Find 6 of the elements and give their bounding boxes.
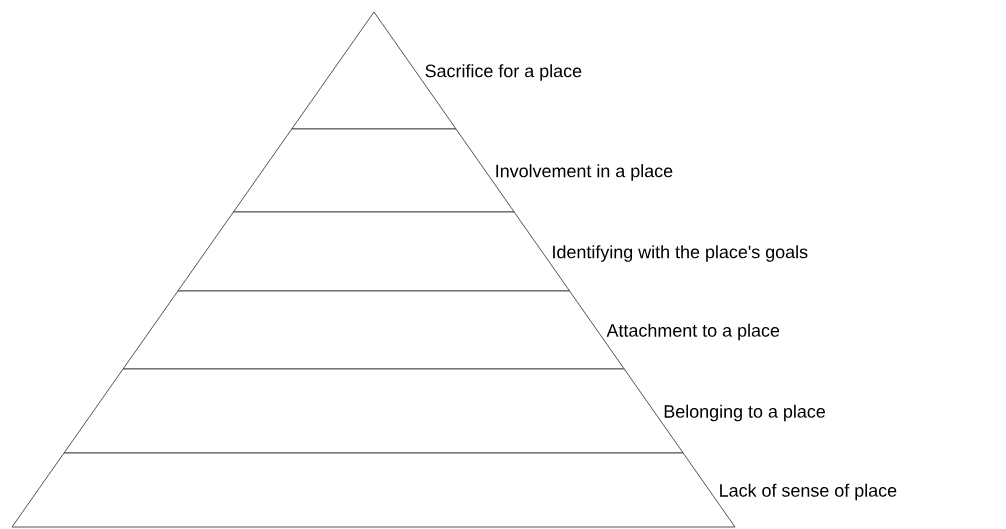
level-label: Belonging to a place: [664, 404, 825, 422]
level-label: Lack of sense of place: [720, 483, 897, 501]
level-label: Involvement in a place: [496, 164, 673, 181]
level-label: Identifying with the place's goals: [553, 245, 808, 262]
level-label: Attachment to a place: [606, 323, 780, 341]
level-label: Sacrifice for a place: [425, 64, 582, 81]
